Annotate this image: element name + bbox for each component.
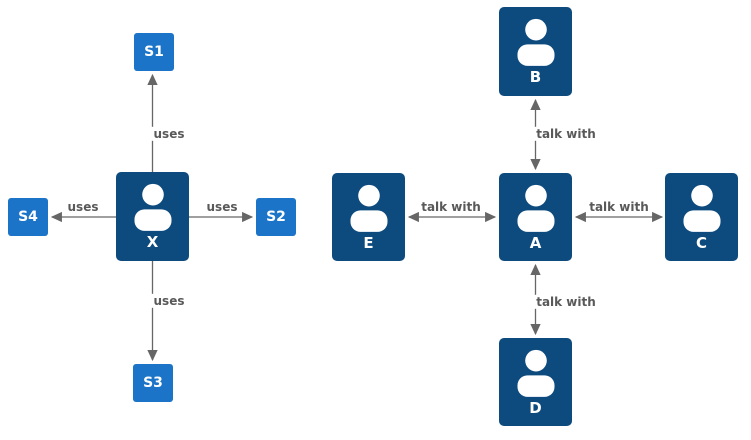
edge-label-talk-a-c: talk with xyxy=(587,199,651,215)
node-s1: S1 xyxy=(134,33,174,71)
node-d: D xyxy=(499,338,572,426)
node-c: C xyxy=(665,173,738,261)
node-a: A xyxy=(499,173,572,261)
edge-label-uses-x-s2: uses xyxy=(204,199,240,215)
node-s2: S2 xyxy=(256,198,296,236)
node-label: X xyxy=(146,233,159,251)
edge-label-uses-x-s3: uses xyxy=(151,293,187,309)
person-icon xyxy=(516,18,555,66)
node-label: C xyxy=(695,234,707,252)
edge-label-uses-x-s4: uses xyxy=(65,199,101,215)
node-label: E xyxy=(363,234,374,252)
node-label: A xyxy=(529,234,542,252)
node-label: D xyxy=(529,399,542,417)
edge-label-talk-a-d: talk with xyxy=(534,294,598,310)
person-icon xyxy=(349,184,388,232)
node-b: B xyxy=(499,7,572,96)
node-label: S2 xyxy=(266,209,286,225)
node-x: X xyxy=(116,172,189,261)
node-label: S1 xyxy=(144,44,164,60)
person-icon xyxy=(516,184,555,232)
person-icon xyxy=(516,349,555,397)
node-e: E xyxy=(332,173,405,261)
person-icon xyxy=(682,184,721,232)
edge-label-talk-a-b: talk with xyxy=(534,126,598,142)
node-s4: S4 xyxy=(8,198,48,236)
edge-label-uses-x-s1: uses xyxy=(151,126,187,142)
node-label: S4 xyxy=(18,209,38,225)
node-s3: S3 xyxy=(133,364,173,402)
person-icon xyxy=(133,183,172,231)
node-label: B xyxy=(529,68,542,86)
edge-label-talk-a-e: talk with xyxy=(419,199,483,215)
node-label: S3 xyxy=(143,375,163,391)
